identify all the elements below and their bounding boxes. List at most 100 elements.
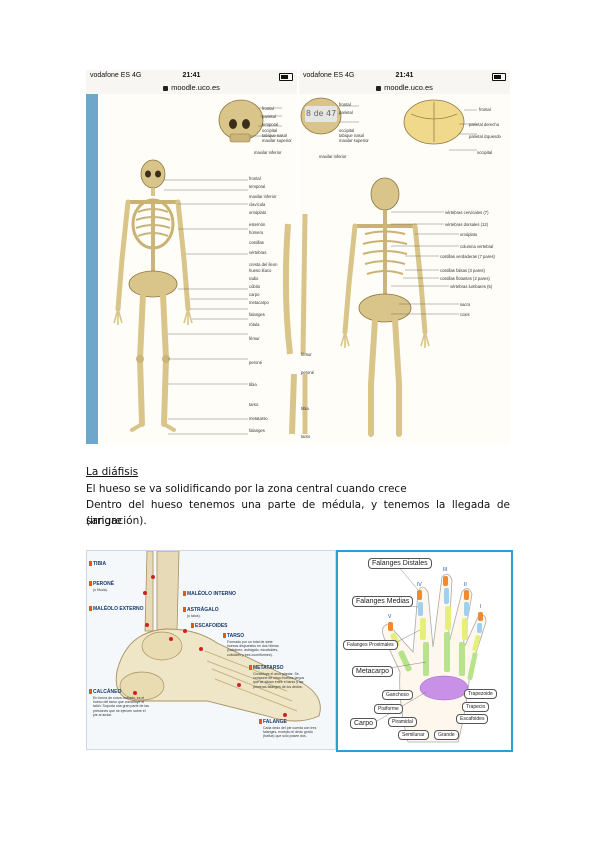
finger-number-3: III — [443, 567, 448, 573]
page-indicator: 8 de 47 — [305, 106, 337, 122]
label-omoplato: omóplato — [460, 232, 478, 237]
label-tibia: tibia — [301, 406, 309, 411]
label-marker — [249, 665, 252, 670]
label-frontal: frontal — [339, 102, 351, 107]
label-maxilar-inferior-2: maxilar inferior — [249, 194, 277, 199]
label-marker — [183, 607, 186, 612]
address-bar: moodle.uco.es — [299, 82, 510, 93]
label-parietal: parietal — [262, 114, 276, 119]
marker-dot — [145, 623, 149, 627]
hand-label-trapezoide: Trapezoide — [464, 689, 497, 699]
status-bar: vodafone ES 4G 21:41 — [299, 70, 510, 82]
label-tabique-nasal: tabique nasal — [262, 133, 287, 138]
marker-dot — [199, 647, 203, 651]
foot-label-perone-sub: (o fíbula). — [93, 588, 108, 592]
url-text: moodle.uco.es — [171, 83, 220, 92]
label-metacarpo: metacarpo — [249, 300, 269, 305]
label-sacro: sacro — [460, 302, 471, 307]
label-femur: fémur — [301, 352, 312, 357]
label-parietal: parietal — [339, 110, 353, 115]
label-vertebras: vértebras — [249, 250, 267, 255]
foot-illustration — [115, 551, 321, 722]
foot-label-astragalo: ASTRÁGALO — [187, 607, 219, 613]
label-maxilar-inferior: maxilar inferior — [319, 154, 347, 159]
paragraph-line-2: Dentro del hueso tenemos una parte de mé… — [86, 499, 510, 527]
label-vertebras-cervicales: vértebras cervicales (7) — [445, 210, 489, 215]
foot-label-calcaneo-desc: En forma de curva ovalado, es el hueso d… — [93, 696, 149, 717]
foot-bones-diagram: TIBIA PERONÉ (o fíbula). MALÉOLO EXTERNO… — [86, 550, 336, 750]
label-columna-vertebral: columna vertebral — [460, 244, 494, 249]
label-cresta-ileon: cresta del íleon — [249, 262, 278, 267]
label-radio: radio — [249, 276, 259, 281]
marker-dot — [169, 637, 173, 641]
skeleton-back-illustration — [300, 97, 477, 437]
foot-label-falange: FALANGE — [263, 719, 287, 725]
label-metatarso: metatarso — [249, 416, 268, 421]
label-maxilar-superior: maxilar superior — [262, 138, 292, 143]
label-temporal: temporal — [262, 122, 279, 127]
label-maxilar-inferior: maxilar inferior — [254, 150, 282, 155]
section-heading: La diáfisis — [86, 466, 139, 478]
label-falanges: falanges — [249, 312, 265, 317]
label-frontal-2: frontal — [249, 176, 261, 181]
carrier-label: vodafone ES 4G — [303, 72, 355, 79]
hand-label-falanges-proximales: Falanges Proximales — [343, 640, 398, 650]
hand-label-metacarpo: Metacarpo — [352, 666, 394, 677]
foot-label-falange-desc: Cada dedo del pie cuenta con tres falang… — [263, 726, 317, 739]
label-marker — [89, 606, 92, 611]
label-marker — [89, 561, 92, 566]
label-costillas-falsas: costillas falsas (3 pares) — [440, 268, 485, 273]
lock-icon — [376, 85, 382, 91]
label-frontal-top: frontal — [479, 107, 491, 112]
marker-dot — [283, 713, 287, 717]
marker-dot — [237, 683, 241, 687]
label-costillas-flotantes: costillas flotantes (2 pares) — [440, 276, 490, 281]
hand-label-falanges-medias: Falanges Medias — [352, 596, 414, 607]
hand-label-piramidal: Piramidal — [388, 717, 417, 727]
hand-label-semilunar: Semilunar — [398, 730, 429, 740]
label-temporal-2: temporal — [249, 184, 266, 189]
finger-number-2: II — [464, 582, 467, 588]
label-parietal-derecho: parietal derecho — [469, 122, 500, 127]
hand-label-falanges-distales: Falanges Distales — [368, 558, 432, 569]
address-bar: moodle.uco.es — [86, 82, 297, 93]
finger-number-4: IV — [417, 582, 422, 588]
clock: 21:41 — [182, 72, 201, 79]
label-occipital: occipital — [262, 128, 278, 133]
label-perone: peroné — [249, 360, 263, 365]
label-parietal-izquierdo: parietal izquierdo — [469, 134, 501, 139]
marker-dot — [143, 591, 147, 595]
label-falanges-pie: falanges — [249, 428, 265, 433]
foot-label-astragalo-sub: (o talus). — [187, 614, 201, 618]
label-occipital-top: occipital — [477, 150, 493, 155]
sidebar-strip — [86, 94, 98, 444]
label-esternon: esternón — [249, 222, 266, 227]
label-vertebras-dorsales: vértebras dorsales (12) — [445, 222, 489, 227]
foot-label-tarso: TARSO — [227, 633, 245, 639]
finger-number-1: I — [480, 604, 482, 610]
label-hueso-iliaco: hueso ilíaco — [249, 268, 272, 273]
status-bar: vodafone ES 4G 21:41 — [86, 70, 297, 82]
hand-label-grande: Grande — [434, 730, 459, 740]
label-occipital: occipital — [339, 128, 355, 133]
label-tarso: tarso — [249, 402, 259, 407]
foot-label-metatarso: METATARSO — [253, 665, 284, 671]
foot-label-calcaneo: CALCÁNEO — [93, 689, 122, 695]
label-rotula: rótula — [249, 322, 260, 327]
marker-dot — [151, 575, 155, 579]
label-tarso: tarso — [301, 434, 311, 439]
label-cubito: cúbito — [249, 284, 261, 289]
label-marker — [191, 623, 194, 628]
paragraph-line-3: (irrigación). — [86, 515, 147, 527]
foot-label-maleolo-interno: MALÉOLO INTERNO — [187, 591, 236, 597]
hand-label-trapecio: Trapecio — [462, 702, 490, 712]
hand-label-ganchoso: Ganchoso — [382, 690, 413, 700]
label-humero: húmero — [249, 230, 264, 235]
carrier-label: vodafone ES 4G — [90, 72, 142, 79]
label-tabique-nasal: tabique nasal — [339, 133, 364, 138]
label-tibia: tibia — [249, 382, 257, 387]
skeleton-front-illustration — [113, 99, 297, 435]
battery-icon — [492, 73, 506, 81]
label-omoplato: omóplato — [249, 210, 267, 215]
finger-number-5: V — [388, 614, 392, 620]
